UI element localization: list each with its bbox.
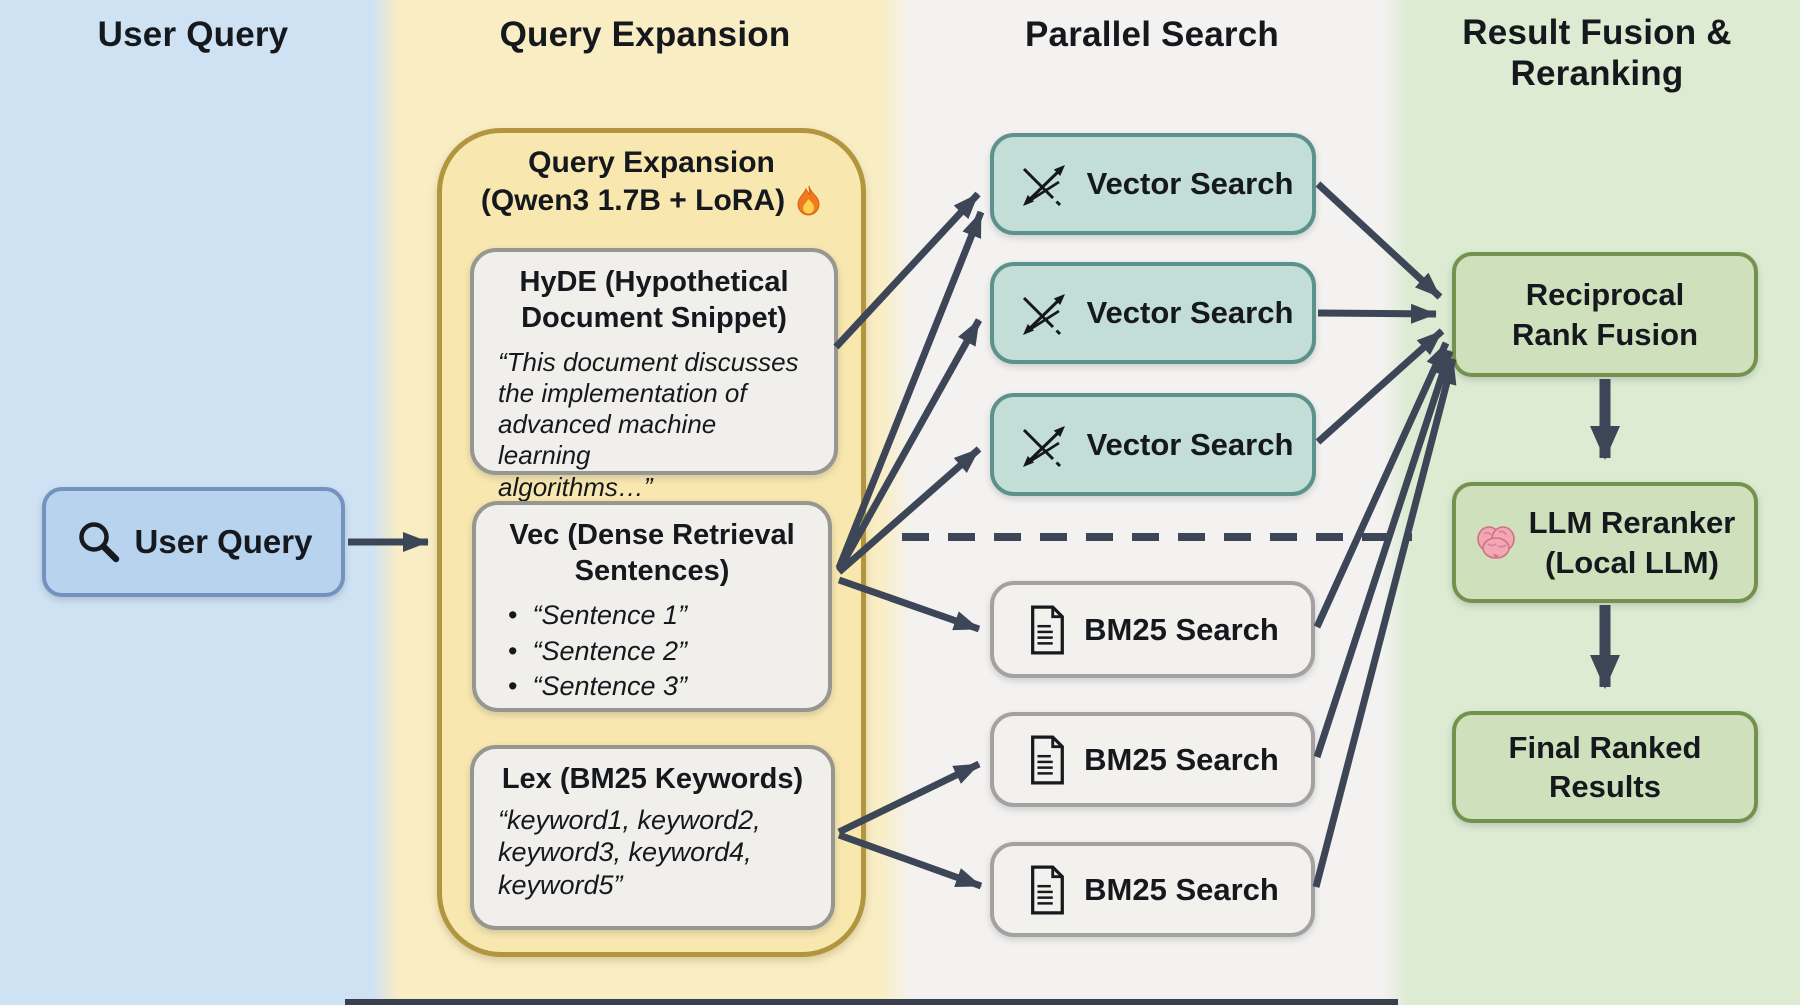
lex-quote: “keyword1, keyword2, keyword3, keyword4,… [498, 804, 761, 900]
bm25-search-label: BM25 Search [1084, 871, 1279, 907]
vector-search-label: Vector Search [1086, 295, 1294, 330]
reciprocal-rank-fusion-box: Reciprocal Rank Fusion [1452, 252, 1758, 377]
arrow-vector1-to-rrf [1315, 181, 1443, 300]
vec-sentence-3: “Sentence 3” [532, 671, 688, 702]
column-header-query-expansion: Query Expansion [499, 15, 791, 54]
arrow-bm25-3-to-rrf [1312, 358, 1457, 888]
vector-search-label: Vector Search [1086, 166, 1294, 201]
user-query-label: User Query [134, 523, 313, 560]
vec-sentence-1: “Sentence 1” [532, 599, 688, 630]
bm25-search-box-3: BM25 Search [990, 842, 1315, 937]
list-item: • “Sentence 3” [508, 669, 828, 705]
arrow-bm25-2-to-rrf [1313, 349, 1454, 759]
column-header-parallel-search: Parallel Search [1025, 15, 1279, 54]
llm-reranker-label: LLM Reranker (Local LLM) [1528, 505, 1736, 580]
lex-title: Lex (BM25 Keywords) [501, 763, 804, 795]
list-item: • “Sentence 1” [508, 598, 828, 634]
bm25-search-box-1: BM25 Search [990, 581, 1315, 678]
query-expansion-group-header: Query Expansion (Qwen3 1.7B + LoRA) [437, 144, 866, 220]
document-icon [1031, 604, 1065, 655]
vector-search-box-3: Vector Search [990, 393, 1316, 496]
arrow-vector2-to-rrf [1317, 303, 1437, 324]
vector-search-box-2: Vector Search [990, 262, 1316, 364]
rrf-label: Reciprocal Rank Fusion [1511, 277, 1698, 352]
bm25-search-box-2: BM25 Search [990, 712, 1315, 807]
llm-reranker-box: LLM Reranker (Local LLM) [1452, 482, 1758, 603]
vector-search-box-1: Vector Search [990, 133, 1316, 235]
bullet-dot: • [508, 635, 518, 666]
column-header-user-query: User Query [97, 15, 289, 54]
bullet-dot: • [508, 599, 518, 630]
group-header-line1: Query Expansion [528, 146, 775, 179]
vector-arrows-icon [1022, 425, 1065, 467]
column-header-result-fusion: Result Fusion & Reranking [1462, 13, 1732, 94]
vector-arrows-icon [1022, 165, 1065, 207]
bm25-search-label: BM25 Search [1084, 611, 1279, 647]
brain-icon [1476, 525, 1515, 559]
bottom-cutoff-bar [345, 999, 1398, 1005]
fire-icon [797, 186, 820, 216]
final-results-label: Final Ranked Results [1508, 729, 1702, 804]
vector-search-label: Vector Search [1086, 426, 1294, 462]
group-header-line2: (Qwen3 1.7B + LoRA) [437, 182, 866, 220]
bullet-dot: • [508, 671, 518, 702]
lex-box: Lex (BM25 Keywords) “keyword1, keyword2,… [470, 745, 835, 930]
hyde-quote: “This document discusses the implementat… [498, 346, 799, 502]
bm25-search-label: BM25 Search [1084, 741, 1279, 777]
vector-arrows-icon [1022, 294, 1065, 336]
hyde-title: HyDE (Hypothetical Document Snippet) [519, 266, 789, 334]
user-query-box: User Query [42, 487, 345, 597]
vec-box: Vec (Dense Retrieval Sentences) • “Senten… [472, 501, 832, 712]
arrow-vector3-to-rrf [1315, 328, 1445, 445]
document-icon [1031, 864, 1065, 915]
arrow-bm25-1-to-rrf [1313, 341, 1450, 629]
vec-sentence-2: “Sentence 2” [532, 635, 688, 666]
magnifier-icon [78, 522, 119, 563]
hyde-box: HyDE (Hypothetical Document Snippet) “Th… [470, 248, 838, 502]
final-ranked-results-box: Final Ranked Results [1452, 711, 1758, 823]
list-item: • “Sentence 2” [508, 634, 828, 670]
document-icon [1031, 734, 1065, 785]
vec-title: Vec (Dense Retrieval Sentences) [509, 519, 795, 587]
vec-bullet-list: • “Sentence 1” • “Sentence 2” • “Sentence 3… [476, 598, 828, 705]
